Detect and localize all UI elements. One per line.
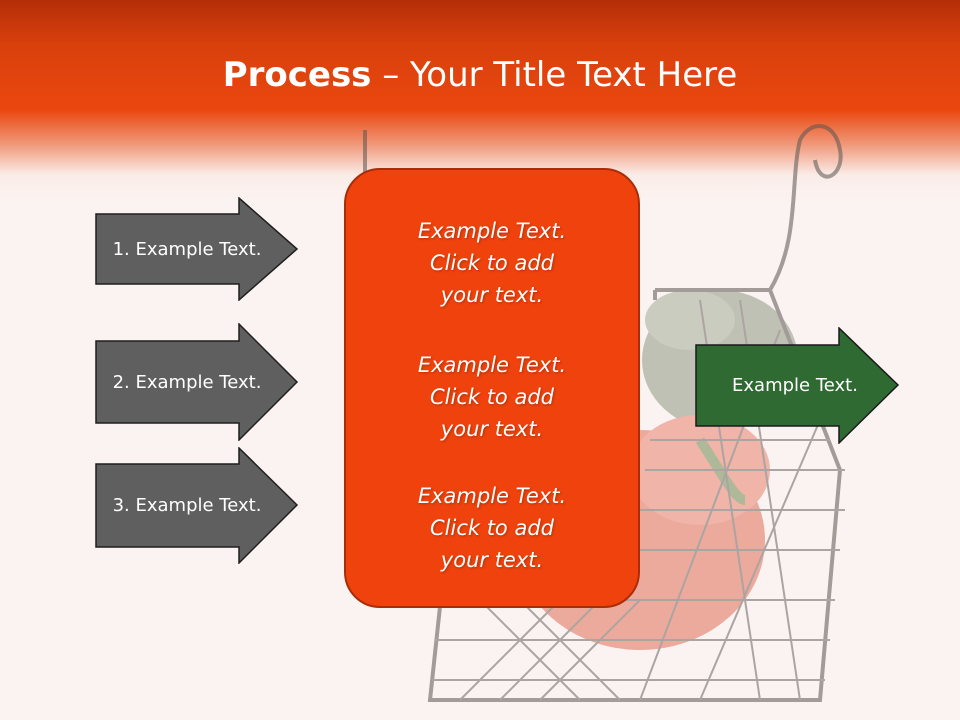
center-text-item-1[interactable]: Example Text. Click to add your text.	[417, 219, 567, 307]
title-bold: Process	[222, 55, 372, 95]
left-arrow-label: 2. Example Text.	[112, 371, 262, 393]
left-arrow-label: 3. Example Text.	[112, 495, 262, 516]
right-arrow[interactable]: Example Text.	[695, 327, 900, 444]
left-arrow-2[interactable]: 2. Example Text.	[95, 323, 299, 441]
left-arrow-1[interactable]: 1. Example Text.	[95, 197, 299, 301]
title-banner	[0, 0, 960, 200]
center-text-item-3[interactable]: Example Text. Click to add your text.	[417, 484, 567, 572]
arrow-shape	[95, 447, 299, 564]
right-arrow-label: Example Text.	[732, 375, 858, 396]
center-text-box[interactable]: Example Text. Click to add your text. Ex…	[344, 168, 640, 608]
arrow-shape	[95, 323, 299, 441]
arrow-shape	[95, 197, 299, 301]
title-rest: – Your Title Text Here	[371, 55, 738, 95]
left-arrow-label: 1. Example Text.	[112, 238, 262, 260]
arrow-shape	[695, 327, 900, 444]
center-text-item-2[interactable]: Example Text. Click to add your text.	[417, 353, 567, 441]
page-title: Process – Your Title Text Here	[0, 52, 960, 98]
left-arrow-3[interactable]: 3. Example Text.	[95, 447, 299, 564]
